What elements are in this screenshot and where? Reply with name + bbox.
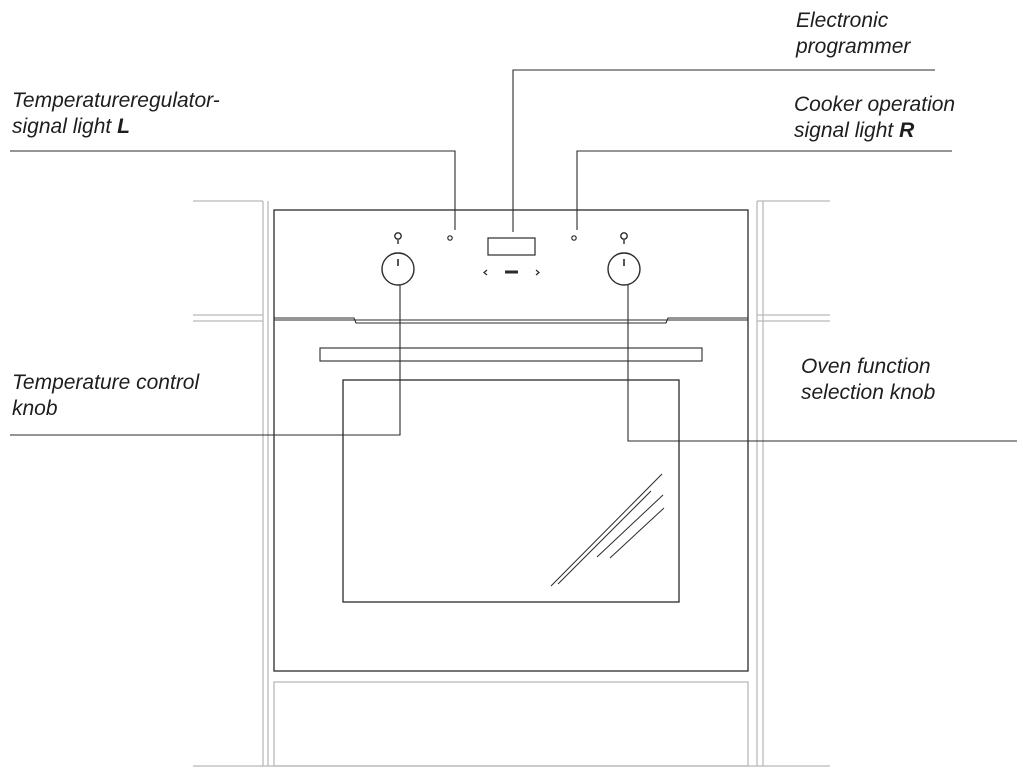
leader-signal-light-r (576, 150, 952, 230)
label-cooker-operation-signal-light: Cooker operation signal light R (794, 92, 955, 144)
kitchen-cabinet (193, 200, 830, 767)
label-oven-function-selection-knob: Oven function selection knob (801, 354, 935, 406)
oven-window (342, 379, 680, 603)
signal-light-l (447, 235, 453, 241)
label-line: knob (12, 397, 58, 420)
programmer-display (487, 237, 536, 256)
signal-light-r (571, 235, 577, 241)
label-line: Electronic (796, 9, 889, 32)
programmer-button[interactable] (505, 270, 518, 274)
label-temperature-regulator-signal-light: Temperatureregulator- signal light L (12, 88, 220, 140)
signal-letter-r: R (899, 119, 915, 142)
temperature-symbol-icon (394, 232, 402, 244)
temperature-control-knob[interactable] (381, 252, 415, 286)
leader-temperature-knob (10, 285, 401, 436)
function-symbol-icon (620, 232, 628, 244)
label-line: Temperature control (12, 371, 200, 394)
drawer-below-oven (273, 681, 749, 767)
leader-signal-light-l (10, 150, 456, 230)
label-line: signal light L (12, 114, 220, 140)
label-line: selection knob (801, 381, 936, 404)
label-electronic-programmer: Electronic programmer (796, 8, 910, 60)
chevron-right-icon[interactable] (535, 269, 540, 276)
oven-function-selection-knob[interactable] (607, 252, 641, 286)
label-temperature-control-knob: Temperature control knob (12, 370, 199, 422)
label-line: Cooker operation (794, 93, 956, 116)
label-text: signal light (794, 119, 900, 142)
label-text: signal light (12, 115, 118, 138)
leader-programmer (512, 69, 935, 232)
label-line: programmer (796, 35, 911, 58)
label-line: Oven function (801, 355, 931, 378)
signal-letter-l: L (117, 115, 130, 138)
glass-reflection (550, 473, 665, 587)
label-line: signal light R (794, 118, 955, 144)
chevron-left-icon[interactable] (483, 269, 488, 276)
leader-function-knob (627, 285, 1017, 442)
callout-leader-lines (10, 69, 1017, 442)
label-line: Temperatureregulator- (12, 89, 220, 112)
door-handle (319, 347, 703, 362)
